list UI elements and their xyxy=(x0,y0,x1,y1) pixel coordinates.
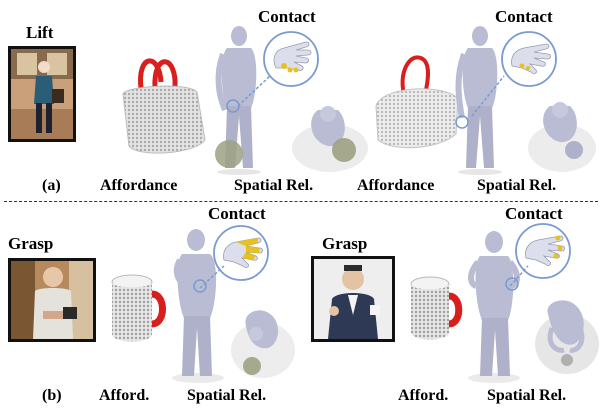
row-a-affordance-label-right: Affordance xyxy=(357,178,434,194)
spatial-rel-topview-4 xyxy=(534,288,600,380)
row-divider xyxy=(4,201,598,202)
row-b-contact-label-right: Contact xyxy=(505,205,563,222)
row-a-panel-label: (a) xyxy=(42,178,61,194)
mug-affordance-mesh-right xyxy=(406,274,466,344)
row-a-spatial-label-right: Spatial Rel. xyxy=(477,178,556,194)
row-b-spatial-label-left: Spatial Rel. xyxy=(187,388,266,404)
grasp-photo-right-image xyxy=(314,259,392,339)
row-b-spatial-label-right: Spatial Rel. xyxy=(487,388,566,404)
row-b-afford-label-left: Afford. xyxy=(99,388,149,404)
spatial-rel-topview-3 xyxy=(230,292,296,382)
lift-photo xyxy=(8,46,76,142)
mug-affordance-mesh-left xyxy=(106,272,170,346)
row-b-action-label-left: Grasp xyxy=(8,235,53,252)
row-a-affordance-label-left: Affordance xyxy=(100,178,177,194)
bag-affordance-mesh-1 xyxy=(115,48,207,158)
row-b-contact-label-left: Contact xyxy=(208,205,266,222)
row-a-contact-label-left: Contact xyxy=(258,8,316,25)
row-a-action-label: Lift xyxy=(26,24,53,41)
zoom-connector-4 xyxy=(508,262,532,290)
grasp-photo-left-image xyxy=(11,261,93,339)
row-b-panel-label: (b) xyxy=(42,388,62,404)
spatial-rel-topview-2 xyxy=(524,92,600,176)
zoom-connector-2 xyxy=(470,70,510,120)
row-b-afford-label-right: Afford. xyxy=(398,388,448,404)
row-a-contact-label-right: Contact xyxy=(495,8,553,25)
row-a-spatial-label-left: Spatial Rel. xyxy=(234,178,313,194)
spatial-rel-topview-1 xyxy=(290,96,370,176)
zoom-connector-1 xyxy=(236,70,276,110)
zoom-connector-3 xyxy=(198,262,228,292)
row-b-action-label-right: Grasp xyxy=(322,235,367,252)
lift-photo-image xyxy=(11,49,73,139)
grasp-photo-right xyxy=(311,256,395,342)
grasp-photo-left xyxy=(8,258,96,342)
